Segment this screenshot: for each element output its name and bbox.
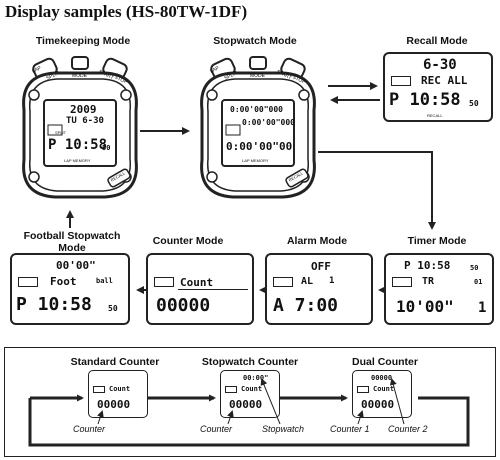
pointer-counter-1 bbox=[357, 410, 364, 425]
timekeeping-mode-label: Timekeeping Mode bbox=[35, 35, 131, 47]
stopwatch-counter-label: Stopwatch Counter bbox=[201, 356, 299, 368]
stopwatch-split-time: 0:00'00"000 bbox=[230, 105, 283, 114]
stopwatch-counter-value: 00000 bbox=[229, 398, 263, 411]
counter-types-panel bbox=[4, 347, 496, 457]
recall-mode-label: Recall Mode bbox=[406, 35, 468, 47]
counter-label: Count bbox=[180, 276, 214, 289]
arrow-stopwatch-to-timer bbox=[318, 151, 436, 230]
football-label-suffix: ball bbox=[96, 277, 113, 285]
recall-display: 6-30 REC ALL P 10:58 50 RECALL bbox=[383, 52, 493, 122]
page-title: Display samples (HS-80TW-1DF) bbox=[5, 2, 248, 21]
stopwatch-counter-label-lcd: Count bbox=[241, 385, 263, 393]
timekeeping-watch: LAP SPLIT MODE START STOP RECALL 2009 TU… bbox=[10, 55, 150, 205]
lcd-indicator-box bbox=[154, 277, 174, 287]
dual-counter-value-2: 00000 bbox=[371, 374, 393, 382]
alarm-display: OFF AL 1 A 7:00 bbox=[265, 253, 373, 325]
timer-mode-label: Timer Mode bbox=[407, 235, 467, 247]
dual-counter-label-lcd: Count bbox=[373, 385, 395, 393]
recall-date: 6-30 bbox=[423, 57, 457, 73]
stopwatch-counter-time: 00:00" bbox=[243, 374, 269, 382]
recall-footer: RECALL bbox=[427, 113, 443, 118]
counter-1-caption: Counter 1 bbox=[330, 424, 370, 434]
timekeeping-year: 2009 bbox=[70, 103, 97, 116]
split-face-label: SPLIT bbox=[55, 130, 67, 135]
lcd-indicator-box bbox=[392, 277, 412, 287]
alarm-mode-label: Alarm Mode bbox=[286, 235, 348, 247]
alarm-status: OFF bbox=[311, 260, 331, 273]
alarm-label: AL bbox=[301, 276, 314, 287]
timekeeping-date: TU 6-30 bbox=[66, 116, 104, 126]
timer-number: 01 bbox=[474, 278, 483, 286]
football-mode-label: Football Stopwatch Mode bbox=[23, 230, 121, 254]
recall-label: REC ALL bbox=[421, 74, 468, 87]
counter-underline bbox=[178, 289, 248, 290]
timer-clock-seconds: 50 bbox=[470, 264, 479, 272]
stopwatch-caption: Stopwatch bbox=[262, 424, 305, 434]
timer-duration: 10'00" bbox=[396, 297, 454, 316]
stopwatch-main-time: 0:00'00"00 bbox=[226, 140, 293, 153]
alarm-number: 1 bbox=[329, 276, 335, 286]
standard-counter-value: 00000 bbox=[97, 398, 131, 411]
standard-counter-label-lcd: Count bbox=[109, 385, 131, 393]
recall-seconds: 50 bbox=[469, 99, 479, 108]
counter-value: 00000 bbox=[156, 295, 211, 316]
counter-2-caption: Counter 2 bbox=[388, 424, 428, 434]
pointer-stopwatch-time bbox=[260, 378, 281, 425]
standard-counter-caption: Counter bbox=[73, 424, 106, 434]
stopwatch-lap-time: 0:00'00"000 bbox=[242, 118, 295, 127]
football-clock: P 10:58 bbox=[16, 294, 92, 315]
lcd-indicator-box bbox=[18, 277, 38, 287]
alarm-time: A 7:00 bbox=[273, 295, 339, 316]
standard-counter-label: Standard Counter bbox=[70, 356, 160, 368]
stopwatch-counter-caption: Counter bbox=[200, 424, 233, 434]
mode-button-label: MODE bbox=[250, 73, 265, 79]
stopwatch-counter-display: 00:00" Count 00000 bbox=[220, 370, 280, 418]
pointer-standard-counter bbox=[97, 410, 104, 425]
lcd-indicator-box bbox=[225, 386, 237, 393]
pointer-counter-2 bbox=[389, 378, 405, 425]
football-display: 00'00" Foot ball P 10:58 50 bbox=[10, 253, 130, 325]
standard-counter-display: Count 00000 bbox=[88, 370, 148, 418]
timer-clock: P 10:58 bbox=[404, 259, 451, 272]
lap-memory-face-label: LAP MEMORY bbox=[242, 158, 269, 163]
football-time: 00'00" bbox=[56, 259, 96, 272]
counter-mode-label: Counter Mode bbox=[152, 235, 224, 247]
stopwatch-watch-graphic bbox=[200, 56, 316, 199]
lcd-indicator-box bbox=[391, 76, 411, 86]
timekeeping-time: P 10:58 bbox=[48, 137, 108, 153]
stopwatch-watch: LAP SPLIT MODE START STOP RECALL 0:00'00… bbox=[188, 55, 328, 205]
timer-index: 1 bbox=[478, 300, 487, 316]
timekeeping-seconds: 50 bbox=[102, 144, 111, 152]
dual-counter-display: 00000 Count 00000 bbox=[352, 370, 412, 418]
timekeeping-watch-graphic bbox=[22, 56, 138, 199]
lcd-indicator-box bbox=[357, 386, 369, 393]
lcd-indicator-box bbox=[273, 277, 293, 287]
stopwatch-mode-label: Stopwatch Mode bbox=[213, 35, 297, 47]
pointer-stopwatch-counter bbox=[227, 410, 234, 425]
counter-display: Count 00000 bbox=[146, 253, 254, 325]
mode-button-label: MODE bbox=[72, 73, 87, 79]
recall-time: P 10:58 bbox=[389, 90, 461, 110]
dual-counter-label: Dual Counter bbox=[352, 356, 418, 368]
timer-display: P 10:58 50 TR 01 10'00" 1 bbox=[384, 253, 494, 325]
lcd-indicator-box bbox=[93, 386, 105, 393]
dual-counter-value-1: 00000 bbox=[361, 398, 395, 411]
football-seconds: 50 bbox=[108, 304, 118, 313]
football-label: Foot bbox=[50, 275, 77, 288]
timer-label: TR bbox=[422, 276, 435, 287]
counter-loop-line bbox=[28, 396, 470, 447]
lap-memory-face-label: LAP MEMORY bbox=[64, 158, 91, 163]
